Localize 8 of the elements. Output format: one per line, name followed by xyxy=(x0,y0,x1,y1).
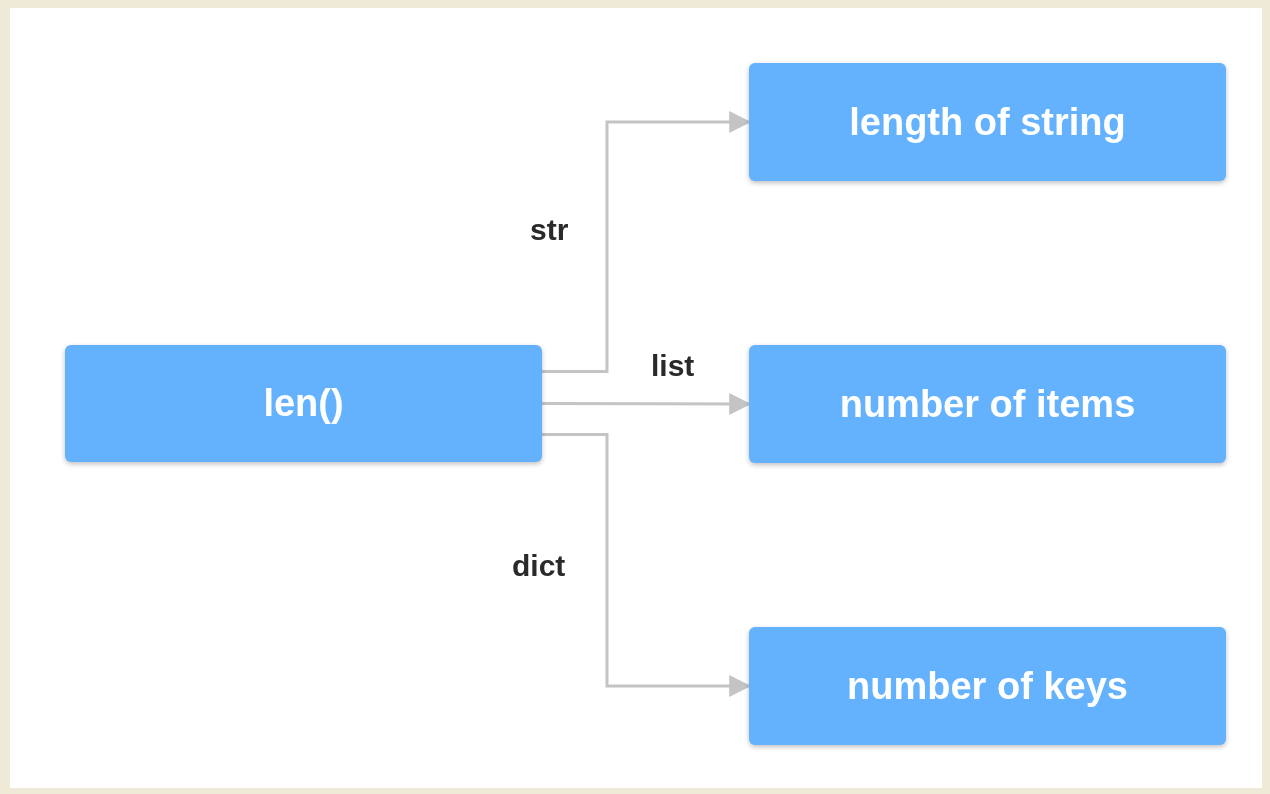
box-label: length of string xyxy=(849,100,1126,144)
box-label: number of items xyxy=(839,382,1136,426)
box-label: len() xyxy=(263,382,344,425)
process-box xyxy=(749,345,1226,463)
process-box xyxy=(65,345,542,462)
process-box xyxy=(749,63,1226,181)
box-label: number of keys xyxy=(847,664,1128,708)
process-box xyxy=(749,627,1226,745)
